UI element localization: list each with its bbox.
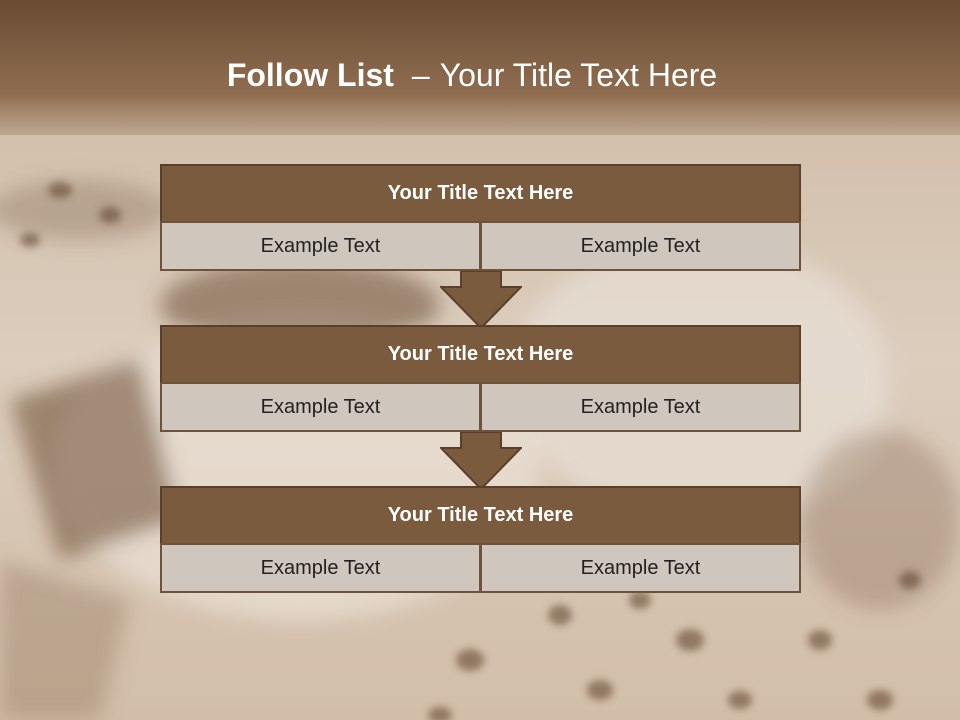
block-3-title: Your Title Text Here: [160, 486, 801, 545]
block-3-left-text: Example Text: [160, 543, 481, 593]
title-band: [0, 0, 960, 135]
list-block-1: Your Title Text Here Example Text Exampl…: [160, 164, 801, 271]
list-block-3: Your Title Text Here Example Text Exampl…: [160, 486, 801, 593]
slide-title: Follow List–Your Title Text Here: [0, 52, 944, 98]
slide-title-text: Your Title Text Here: [439, 57, 718, 93]
block-2-title: Your Title Text Here: [160, 325, 801, 384]
block-3-right-text: Example Text: [480, 543, 801, 593]
slide-title-bold: Follow List: [226, 57, 394, 93]
block-1-right-text: Example Text: [480, 221, 801, 271]
block-2-left-text: Example Text: [160, 382, 481, 432]
block-2-right-text: Example Text: [480, 382, 801, 432]
block-1-title: Your Title Text Here: [160, 164, 801, 223]
down-arrow-icon: [440, 432, 522, 490]
down-arrow-icon: [440, 271, 522, 329]
slide-title-dash: –: [411, 57, 430, 93]
block-1-left-text: Example Text: [160, 221, 481, 271]
list-block-2: Your Title Text Here Example Text Exampl…: [160, 325, 801, 432]
